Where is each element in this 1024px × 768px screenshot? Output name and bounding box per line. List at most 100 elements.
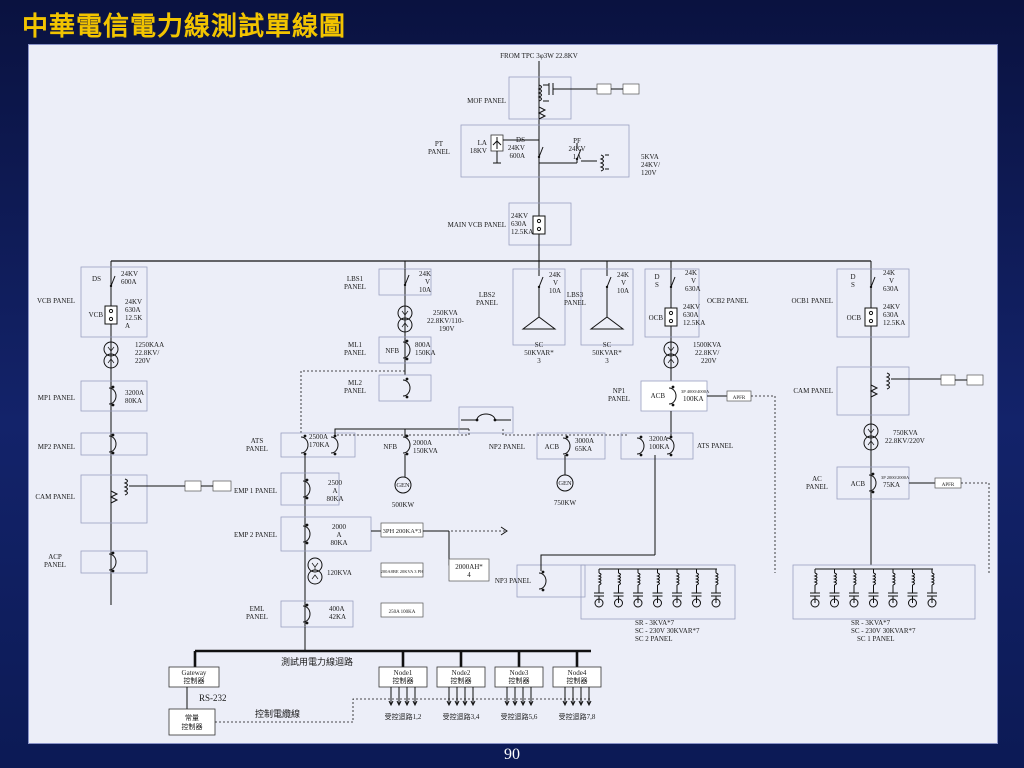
ocb2-ocb-symbol (664, 307, 678, 327)
main-vcb-symbol (532, 215, 546, 235)
right-cam-panel-label: CAM PANEL (793, 387, 833, 395)
gen1-symbol (394, 476, 412, 494)
emp1-panel-box (280, 472, 340, 506)
left-vcb-label: VCB (89, 311, 104, 319)
ac-apfr-label: APFR (942, 483, 955, 488)
node-controller-3[interactable] (494, 666, 544, 688)
tie-dotted-lines (335, 429, 629, 436)
host-label: 常量控制器 (182, 713, 203, 731)
gen2-rating: 750KW (554, 499, 577, 507)
ac-acb-breaker (868, 472, 877, 494)
np2-acb-label: ACB (545, 443, 560, 451)
ups-rating: 120KVA (327, 569, 352, 577)
mp2-breaker (108, 433, 117, 455)
left-cam-panel-label: CAM PANEL (35, 493, 75, 501)
capacitor-leg (829, 568, 840, 608)
ml1-nfb-breaker (402, 339, 411, 361)
capacitor-leg (809, 568, 821, 608)
np1-apfr-dotted (751, 395, 776, 573)
mof-panel-label: MOF PANEL (467, 97, 506, 105)
node-loop-label: 受控迴路1,2 (385, 712, 422, 721)
node-controller-2[interactable] (436, 666, 486, 688)
slide-title: 中華電信電力線測試單線圖 (22, 12, 347, 42)
ocb2-panel-label: OCB2 PANEL (707, 297, 749, 305)
capacitor-leg (907, 568, 918, 608)
right-cam-meter-1 (940, 374, 956, 386)
emp1-panel-label: EMP 1 PANEL (234, 487, 277, 495)
tie-breaker-symbol (476, 413, 496, 421)
mp2-panel-box (80, 432, 148, 456)
left-vcb-symbol (104, 305, 118, 325)
pt-panel-box (460, 124, 630, 178)
gen1-rating: 500KW (392, 501, 415, 509)
acp-breaker (108, 551, 117, 573)
np3-panel-box (516, 564, 586, 598)
left-cam-meter-1 (184, 480, 202, 492)
capacitor-leg (671, 568, 683, 608)
emp2-note2-box (380, 562, 424, 578)
lbs2-switch (537, 270, 544, 292)
node-controller-1[interactable] (378, 666, 428, 688)
gateway-controller[interactable] (168, 666, 220, 688)
mp1-panel-box (80, 380, 148, 412)
ml1-panel-box (378, 336, 432, 364)
lbs3-panel-box (580, 268, 634, 346)
lbs3-switch (605, 270, 612, 292)
capacitor-leg (926, 568, 938, 608)
node-controller-4[interactable] (552, 666, 602, 688)
vcb-panel-box (80, 266, 148, 338)
np2-panel-box (536, 432, 606, 460)
mof-meter-1 (596, 83, 612, 95)
left-ds-label: DS (92, 275, 101, 283)
np2-panel-label: NP2 PANEL (489, 443, 525, 451)
ac-acb-label: ACB (851, 480, 866, 488)
np2-acb-breaker (562, 435, 571, 457)
sc1-capacitor-array (809, 568, 938, 608)
emp2-note2: 200A8BE 20KVA 3 PH (381, 569, 425, 574)
np3-breaker (538, 570, 547, 592)
ats-right-panel-label: ATS PANEL (697, 442, 733, 450)
lbs2-panel-box (512, 268, 566, 346)
sc2-capacitor-bank (589, 291, 625, 330)
from-tpc-label: FROM TPC 3φ3W 22.8KV (500, 52, 578, 60)
ats-right-breaker-1 (636, 435, 645, 457)
battery-label: 2000AH*4 (455, 563, 483, 579)
ac-apfr-dotted (961, 482, 990, 573)
host-controller[interactable] (168, 708, 216, 736)
ats-left-breaker-1 (300, 434, 309, 456)
capacitor-leg (710, 568, 722, 608)
node-loop-label: 受控迴路7,8 (559, 712, 596, 721)
ocb1-ocb-symbol (864, 307, 878, 327)
right-cam-coil (886, 372, 890, 390)
capacitor-leg (691, 568, 702, 608)
